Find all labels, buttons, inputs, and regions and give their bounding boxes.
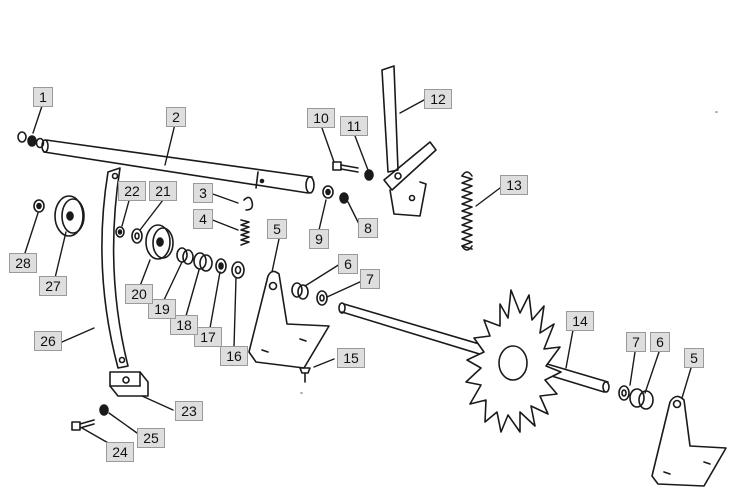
callout-28: 28 <box>9 253 37 273</box>
part-19-bushing <box>176 247 194 265</box>
part-28-nut <box>33 199 45 213</box>
callout-17: 17 <box>194 327 222 347</box>
callout-25: 25 <box>137 428 165 448</box>
callout-11: 11 <box>340 116 368 136</box>
callout-8: 8 <box>358 218 378 238</box>
callout-24: 24 <box>106 442 134 462</box>
callout-23: 23 <box>175 401 203 421</box>
part-20-pulley <box>145 224 174 260</box>
part-3-clip <box>243 196 254 211</box>
callout-5-right: 5 <box>684 348 704 368</box>
part-14-sprocket-axle <box>338 289 610 433</box>
scan-specks <box>300 111 718 394</box>
part-7-washer-right <box>618 385 630 401</box>
callout-26: 26 <box>34 331 62 351</box>
part-18-bushing <box>193 252 213 272</box>
part-15-bolt <box>299 367 311 383</box>
part-6-bushing-right <box>629 388 654 410</box>
part-1-nut <box>17 131 45 149</box>
part-13-spring <box>461 171 473 251</box>
part-7-washer-left <box>316 290 328 306</box>
callout-21: 21 <box>149 181 177 201</box>
callout-16: 16 <box>220 346 248 366</box>
part-5-bracket-right <box>651 395 727 487</box>
part-23-pivot-block <box>109 371 149 397</box>
callout-27: 27 <box>39 276 67 296</box>
callout-3: 3 <box>193 183 213 203</box>
part-16-washer <box>231 261 245 279</box>
callout-15: 15 <box>337 348 365 368</box>
part-10-bolt <box>332 161 359 173</box>
part-4-spring <box>240 219 250 246</box>
part-5-bracket-left <box>248 270 330 369</box>
callout-10: 10 <box>307 108 335 128</box>
callout-22: 22 <box>118 181 146 201</box>
part-26-curved-arm <box>101 167 129 369</box>
part-17-washer <box>215 258 227 274</box>
part-9-washer <box>322 185 334 199</box>
callout-5-left: 5 <box>267 219 287 239</box>
callout-13: 13 <box>500 175 528 195</box>
part-25-washer <box>99 404 109 416</box>
part-27-pulley-disc <box>54 195 85 237</box>
callout-4: 4 <box>193 209 213 229</box>
callout-14: 14 <box>566 311 594 331</box>
part-8-washer <box>339 192 349 204</box>
part-12-lever-arm <box>381 65 437 217</box>
callout-7-left: 7 <box>360 269 380 289</box>
callout-12: 12 <box>424 89 452 109</box>
part-24-bolt <box>71 419 95 431</box>
part-22-washer <box>115 226 125 238</box>
callout-9: 9 <box>309 229 329 249</box>
callout-19: 19 <box>148 299 176 319</box>
leader-lines <box>24 99 692 445</box>
part-2-shaft <box>41 139 315 194</box>
callout-6-right: 6 <box>650 332 670 352</box>
callout-6-left: 6 <box>338 254 358 274</box>
callout-7-right: 7 <box>626 332 646 352</box>
callout-18: 18 <box>170 315 198 335</box>
part-11-nut <box>364 169 374 181</box>
part-21-washer <box>131 228 143 244</box>
part-6-bushing-left <box>291 282 309 300</box>
callout-20: 20 <box>125 284 153 304</box>
callout-1: 1 <box>33 87 53 107</box>
callout-2: 2 <box>166 107 186 127</box>
